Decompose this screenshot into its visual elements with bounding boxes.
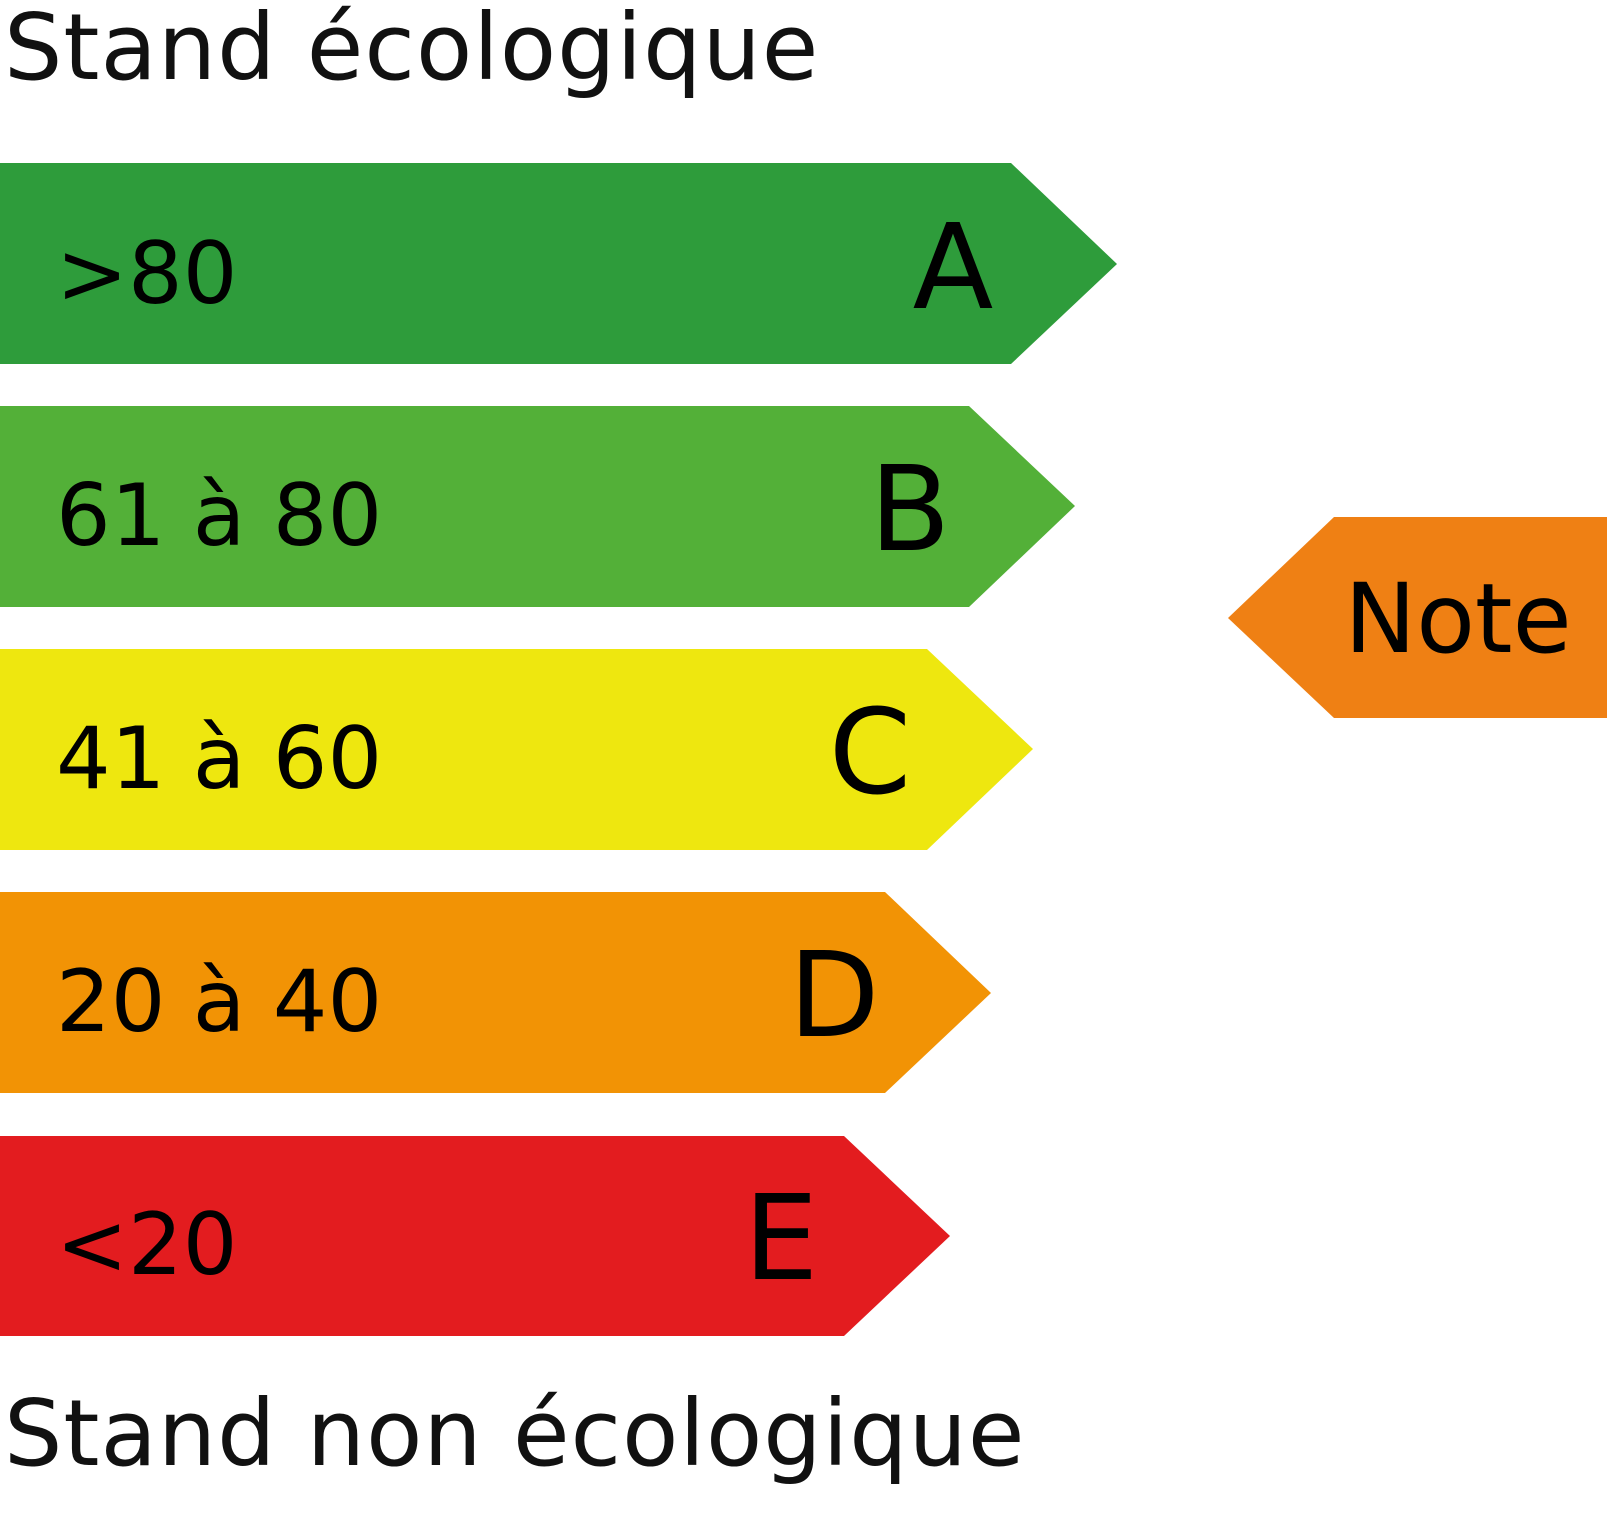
grade-range-c: 41 à 60 (56, 709, 382, 809)
grade-arrow-c (0, 649, 1033, 850)
grade-letter-c: C (829, 683, 911, 821)
grade-letter-d: D (789, 926, 880, 1064)
grade-letter-e: E (744, 1169, 819, 1307)
grade-row-a: >80 A (0, 163, 1117, 364)
grade-range-b: 61 à 80 (56, 466, 382, 566)
grade-arrow-a (0, 163, 1117, 364)
heading-non-ecological: Stand non écologique (4, 1380, 1026, 1487)
grade-range-e: <20 (56, 1195, 238, 1295)
grade-range-d: 20 à 40 (56, 952, 382, 1052)
grade-row-b: 61 à 80 B (0, 406, 1075, 607)
grade-arrow-d (0, 892, 991, 1093)
grade-row-c: 41 à 60 C (0, 649, 1033, 850)
grade-letter-a: A (913, 198, 994, 336)
note-indicator: Note (1228, 517, 1607, 718)
grade-arrow-e (0, 1136, 950, 1336)
grade-row-d: 20 à 40 D (0, 892, 991, 1093)
grade-row-e: <20 E (0, 1136, 950, 1336)
note-arrow (1228, 517, 1607, 718)
grade-letter-b: B (870, 440, 951, 578)
heading-ecological: Stand écologique (4, 0, 820, 101)
note-label: Note (1344, 563, 1571, 675)
grade-arrow-b (0, 406, 1075, 607)
grade-range-a: >80 (56, 224, 238, 324)
